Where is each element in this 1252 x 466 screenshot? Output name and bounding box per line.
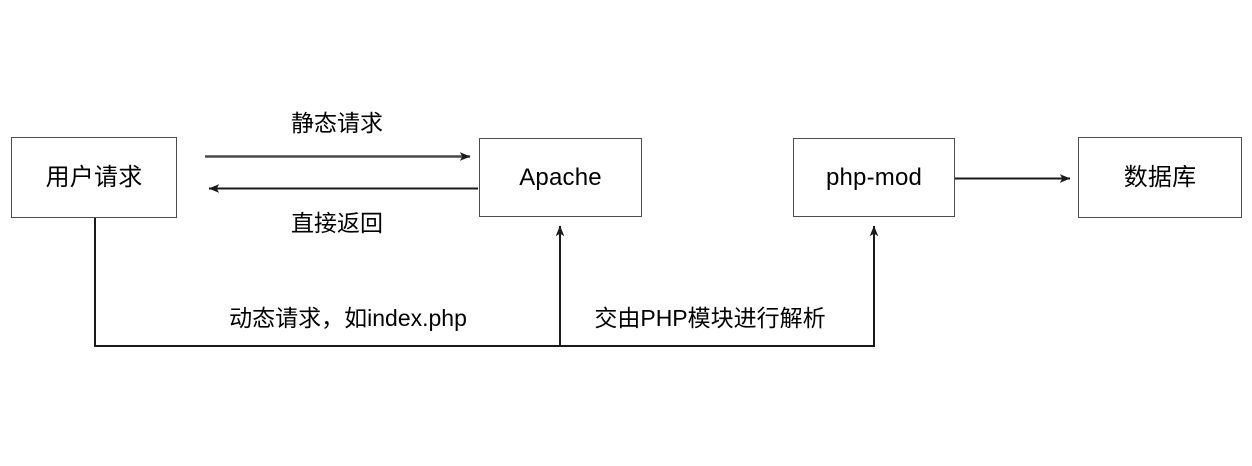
node-apache-label: Apache: [519, 163, 602, 191]
node-database-label: 数据库: [1123, 163, 1197, 191]
connector-dynamic-request: [94, 218, 565, 347]
edge-label-static-request: 静态请求: [291, 110, 383, 136]
connector-php-parse: [560, 225, 879, 347]
node-php-mod-label: php-mod: [825, 163, 923, 191]
node-database[interactable]: 数据库: [1078, 137, 1242, 218]
node-user-request-label: 用户请求: [45, 163, 143, 191]
node-apache[interactable]: Apache: [479, 138, 642, 217]
edge-label-direct-return: 直接返回: [291, 210, 383, 236]
edge-label-php-parse: 交由PHP模块进行解析: [594, 305, 826, 331]
node-php-mod[interactable]: php-mod: [793, 138, 955, 217]
edge-label-dynamic-request: 动态请求，如index.php: [229, 305, 467, 331]
node-user-request[interactable]: 用户请求: [11, 137, 177, 218]
